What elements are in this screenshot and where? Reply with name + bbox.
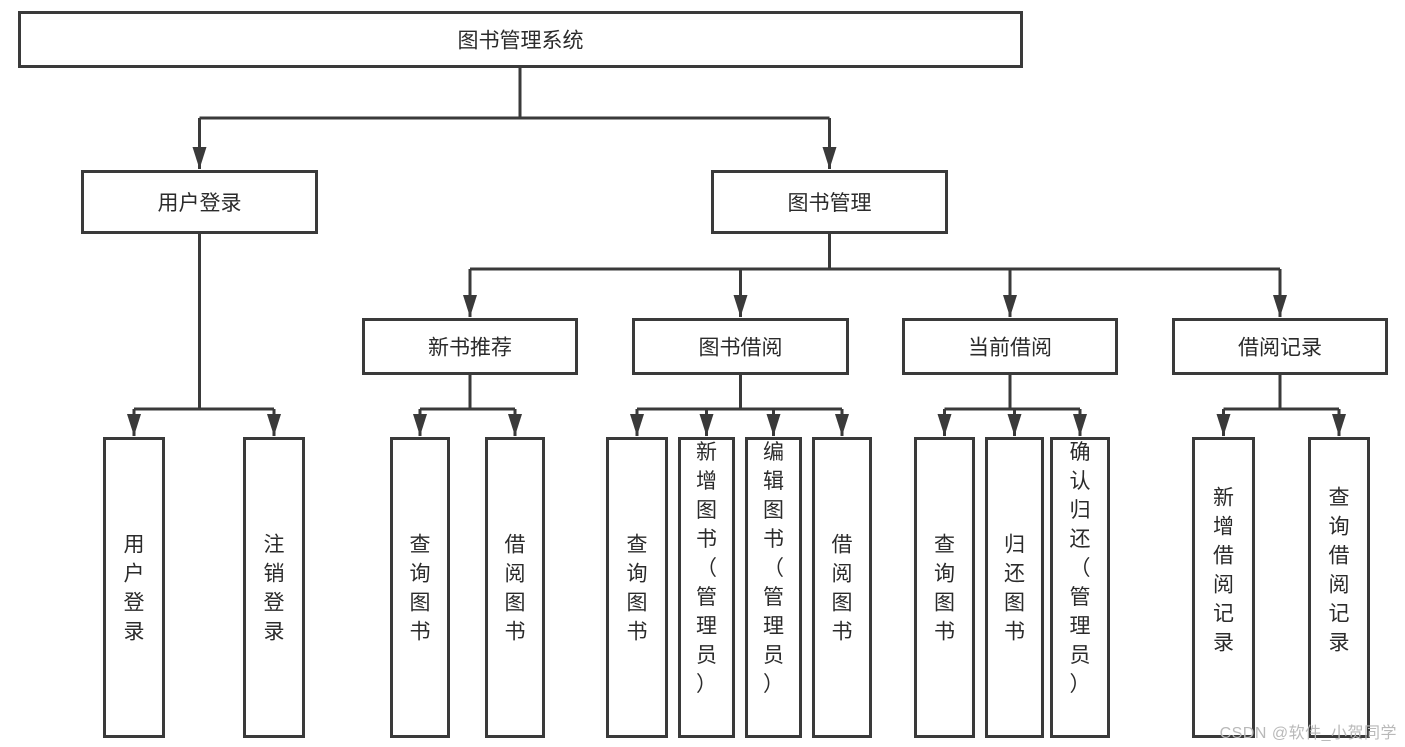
node-book-borrow[interactable]: 图书借阅 xyxy=(632,318,849,375)
node-leaf-borrow-book-1[interactable]: 借阅图书 xyxy=(485,437,545,738)
node-label: 借阅图书 xyxy=(505,534,526,644)
node-leaf-logout[interactable]: 注销登录 xyxy=(243,437,305,738)
node-label: 查询图书 xyxy=(934,534,955,644)
node-current-borrow[interactable]: 当前借阅 xyxy=(902,318,1118,375)
node-leaf-borrow-book-2[interactable]: 借阅图书 xyxy=(812,437,872,738)
node-label: 当前借阅 xyxy=(968,337,1052,360)
node-label: 借阅记录 xyxy=(1238,337,1322,360)
node-label: 查询图书 xyxy=(410,534,431,644)
node-borrow-record[interactable]: 借阅记录 xyxy=(1172,318,1388,375)
node-label: 图书借阅 xyxy=(699,337,783,360)
node-leaf-add-book[interactable]: 新增图书（管理员） xyxy=(678,437,735,738)
node-leaf-edit-book[interactable]: 编辑图书（管理员） xyxy=(745,437,802,738)
node-label: 图书管理系统 xyxy=(458,30,584,53)
node-label: 归还图书 xyxy=(1004,534,1025,644)
node-label: 注销登录 xyxy=(264,534,285,644)
node-label: 新增图书（管理员） xyxy=(696,441,717,696)
node-leaf-query-book-1[interactable]: 查询图书 xyxy=(390,437,450,738)
node-user-login[interactable]: 用户登录 xyxy=(81,170,318,234)
node-root[interactable]: 图书管理系统 xyxy=(18,11,1023,68)
node-leaf-add-record[interactable]: 新增借阅记录 xyxy=(1192,437,1255,738)
node-label: 新增借阅记录 xyxy=(1213,487,1234,655)
node-new-book-rec[interactable]: 新书推荐 xyxy=(362,318,578,375)
node-leaf-query-book-3[interactable]: 查询图书 xyxy=(914,437,975,738)
node-label: 图书管理 xyxy=(788,192,872,215)
node-label: 查询图书 xyxy=(627,534,648,644)
node-leaf-return-book[interactable]: 归还图书 xyxy=(985,437,1044,738)
node-label: 用户登录 xyxy=(158,192,242,215)
csdn-watermark: CSDN @软件_小贺同学 xyxy=(1219,725,1397,742)
connectors-layer xyxy=(127,68,1346,436)
node-book-manage[interactable]: 图书管理 xyxy=(711,170,948,234)
node-label: 确认归还（管理员） xyxy=(1070,441,1091,696)
nodes-layer: 图书管理系统用户登录图书管理新书推荐图书借阅当前借阅借阅记录用户登录注销登录查询… xyxy=(18,11,1388,738)
node-label: 编辑图书（管理员） xyxy=(763,441,784,696)
node-label: 用户登录 xyxy=(124,534,145,644)
node-label: 借阅图书 xyxy=(832,534,853,644)
node-leaf-confirm-return[interactable]: 确认归还（管理员） xyxy=(1050,437,1110,738)
node-leaf-query-record[interactable]: 查询借阅记录 xyxy=(1308,437,1370,738)
node-leaf-query-book-2[interactable]: 查询图书 xyxy=(606,437,668,738)
node-label: 新书推荐 xyxy=(428,337,512,360)
node-leaf-user-login[interactable]: 用户登录 xyxy=(103,437,165,738)
node-label: 查询借阅记录 xyxy=(1329,487,1350,655)
